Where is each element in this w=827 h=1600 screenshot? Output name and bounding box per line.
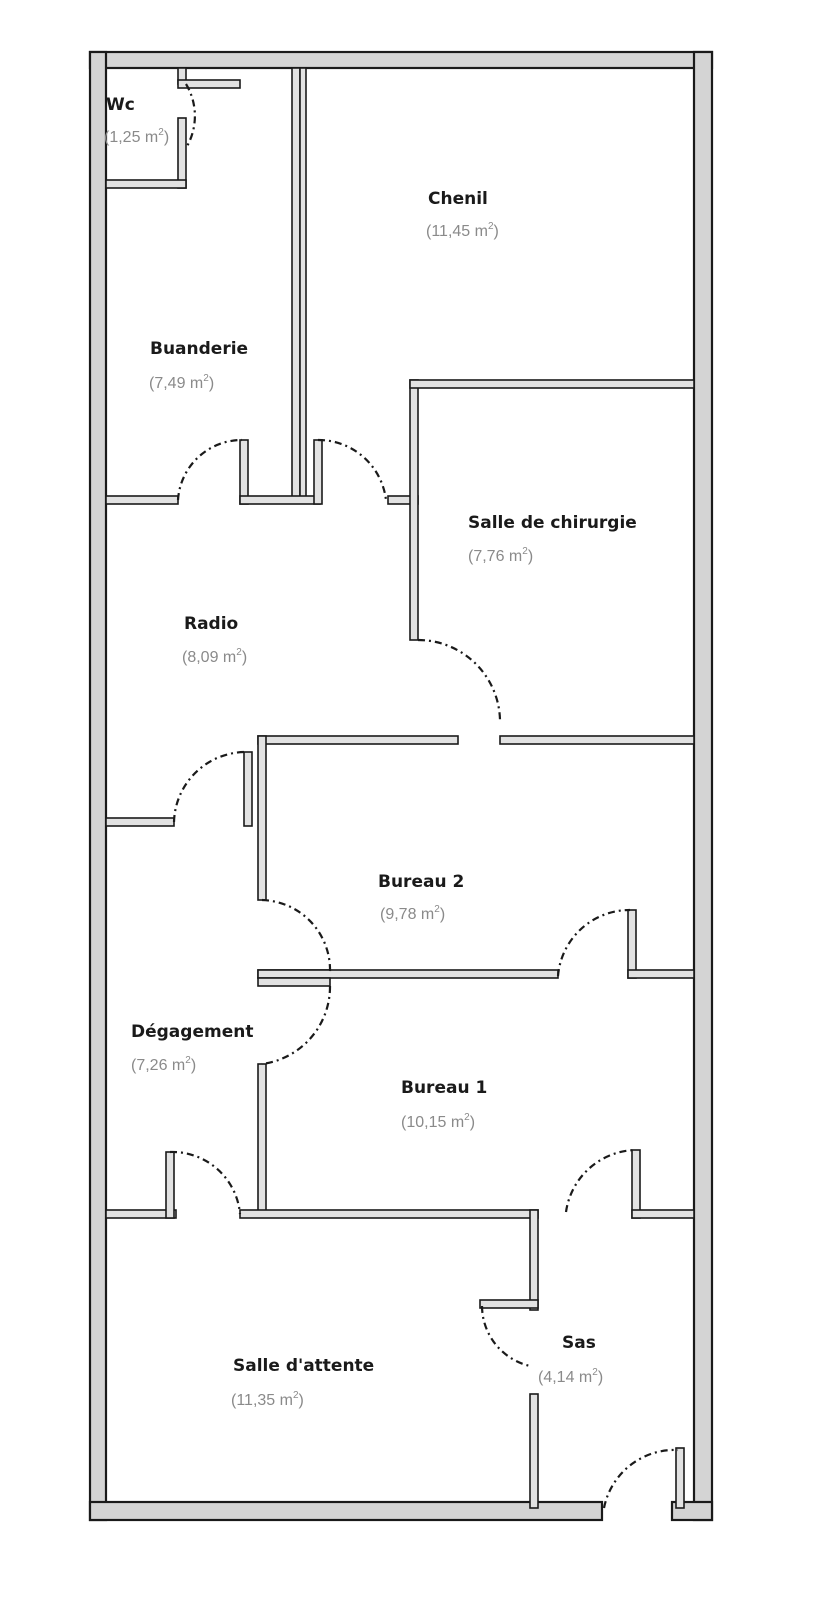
room-area-chenil: (11,45 m2) (426, 221, 499, 240)
wall-chirurgie-left (409, 379, 419, 641)
wall-radio-bottom (105, 817, 175, 827)
wall-buanderie-door-jamb (239, 439, 249, 505)
door-swing-chenil (317, 438, 388, 501)
wall-degagement-bottom (105, 1209, 177, 1219)
door-swing-bureau1-left (261, 985, 332, 1066)
room-area-salle-de-chirurgie: (7,76 m2) (468, 546, 533, 565)
wall-bureau2-bottom (257, 969, 559, 979)
room-name-wc: Wc (106, 95, 135, 115)
door-swing-entrance (602, 1448, 679, 1509)
room-name-salle-d-attente: Salle d'attente (233, 1356, 374, 1376)
doors-layer (169, 83, 679, 1509)
room-name-chenil: Chenil (428, 189, 488, 209)
wall-bureau1-bottom (239, 1209, 539, 1219)
wall-chenil-left (299, 67, 307, 501)
room-name-bureau-1: Bureau 1 (401, 1078, 487, 1098)
walls-layer (88, 50, 714, 1522)
room-label-bureau-2: Bureau 2 (9,78 m2) (378, 872, 464, 923)
exterior-wall-bottom-left (88, 1500, 604, 1522)
room-label-wc: Wc (1,25 m2) (104, 95, 169, 146)
room-label-degagement: Dégagement (7,26 m2) (131, 1022, 253, 1074)
room-area-bureau-1: (10,15 m2) (401, 1112, 475, 1131)
wall-sas-door-stop (479, 1299, 539, 1309)
room-label-salle-d-attente: Salle d'attente (11,35 m2) (231, 1356, 374, 1409)
room-label-radio: Radio (8,09 m2) (182, 614, 247, 666)
wall-wc-bottom (105, 179, 187, 189)
wall-chenil-door-jamb (313, 439, 323, 505)
wall-wc-door-stop (177, 79, 241, 89)
room-name-sas: Sas (562, 1333, 596, 1353)
wall-buanderie-right (291, 67, 301, 501)
room-label-buanderie: Buanderie (7,49 m2) (149, 339, 248, 392)
door-swing-attente (169, 1150, 242, 1215)
room-name-bureau-2: Bureau 2 (378, 872, 464, 892)
wall-bureau2-left (257, 735, 267, 901)
room-area-salle-d-attente: (11,35 m2) (231, 1390, 304, 1409)
exterior-wall-left (88, 50, 108, 1522)
room-label-bureau-1: Bureau 1 (10,15 m2) (401, 1078, 487, 1131)
door-swing-wc (185, 83, 196, 149)
wall-chirurgie-bottom (499, 735, 695, 745)
wall-radio-door-jamb (243, 751, 253, 827)
wall-entrance-door-jamb (675, 1447, 685, 1509)
room-area-bureau-2: (9,78 m2) (380, 904, 445, 923)
wall-radio-top-left (105, 495, 179, 505)
room-label-salle-de-chirurgie: Salle de chirurgie (7,76 m2) (468, 513, 637, 565)
wall-radio-top-middle (239, 495, 321, 505)
wall-bureau1-top-left (257, 977, 331, 987)
door-swing-bureau2 (556, 908, 631, 977)
labels-layer: Wc (1,25 m2) Chenil (11,45 m2) Buanderie… (104, 95, 637, 1409)
wall-bureau2-bottom-right (627, 969, 695, 979)
door-swing-buanderie (176, 438, 243, 501)
room-name-salle-de-chirurgie: Salle de chirurgie (468, 513, 637, 533)
wall-chirurgie-top (409, 379, 695, 389)
room-area-buanderie: (7,49 m2) (149, 373, 214, 392)
room-area-wc: (1,25 m2) (104, 127, 169, 146)
door-swing-chirurgie (417, 638, 502, 721)
room-label-sas: Sas (4,14 m2) (538, 1333, 603, 1386)
wall-attente-door-jamb (165, 1151, 175, 1219)
door-swing-bureau2-left (261, 898, 332, 973)
wall-bureau2-top (257, 735, 459, 745)
room-area-degagement: (7,26 m2) (131, 1055, 196, 1074)
door-swing-bureau1 (564, 1148, 637, 1213)
door-swing-radio (172, 750, 247, 823)
wall-bureau1-door-jamb (631, 1149, 641, 1219)
door-swing-sas (480, 1305, 531, 1368)
exterior-wall-top (88, 50, 714, 70)
room-label-chenil: Chenil (11,45 m2) (426, 189, 499, 240)
wall-sas-left-upper (529, 1209, 539, 1311)
room-name-buanderie: Buanderie (150, 339, 248, 359)
room-area-sas: (4,14 m2) (538, 1367, 603, 1386)
exterior-wall-right (692, 50, 714, 1522)
wall-sas-left-lower (529, 1393, 539, 1509)
room-area-radio: (8,09 m2) (182, 647, 247, 666)
wall-bureau1-left (257, 1063, 267, 1215)
wall-bureau2-door-jamb (627, 909, 637, 979)
room-name-radio: Radio (184, 614, 238, 634)
wall-wc-right-lower (177, 117, 187, 189)
room-name-degagement: Dégagement (131, 1022, 253, 1042)
wall-bureau1-bottom-right (631, 1209, 695, 1219)
